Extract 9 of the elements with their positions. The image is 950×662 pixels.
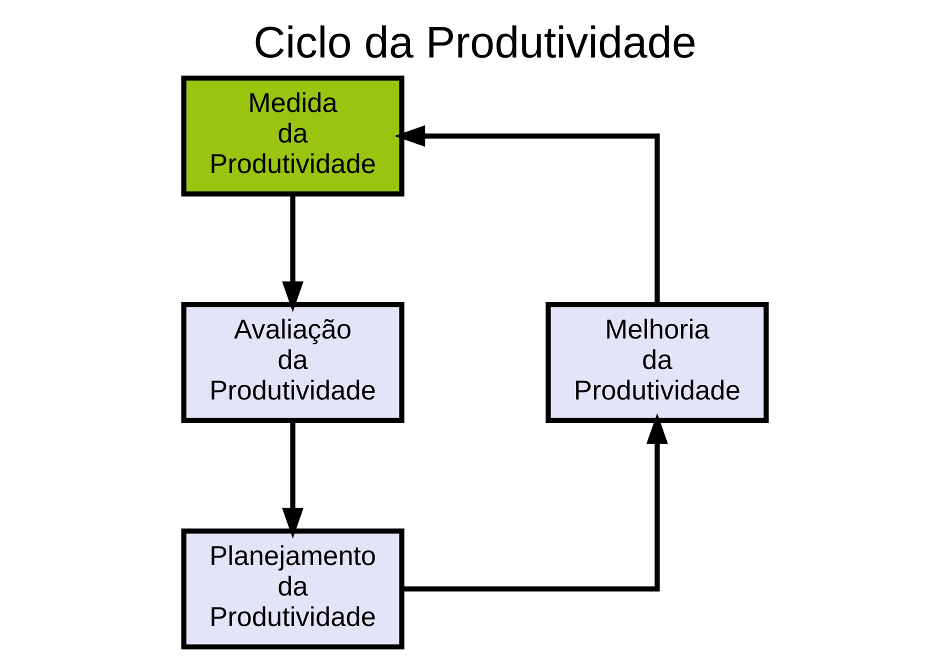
node-box: Planejamento da Produtividade xyxy=(181,528,404,650)
diagram-title: Ciclo da Produtividade xyxy=(254,18,696,68)
node-box: Melhoria da Produtividade xyxy=(546,302,769,423)
node-box: Medida da Produtividade xyxy=(181,76,404,196)
node-box: Avaliação da Produtividade xyxy=(181,302,404,423)
arrow xyxy=(282,420,304,539)
arrow xyxy=(282,194,304,312)
arrow xyxy=(402,413,668,592)
arrow xyxy=(394,125,660,304)
